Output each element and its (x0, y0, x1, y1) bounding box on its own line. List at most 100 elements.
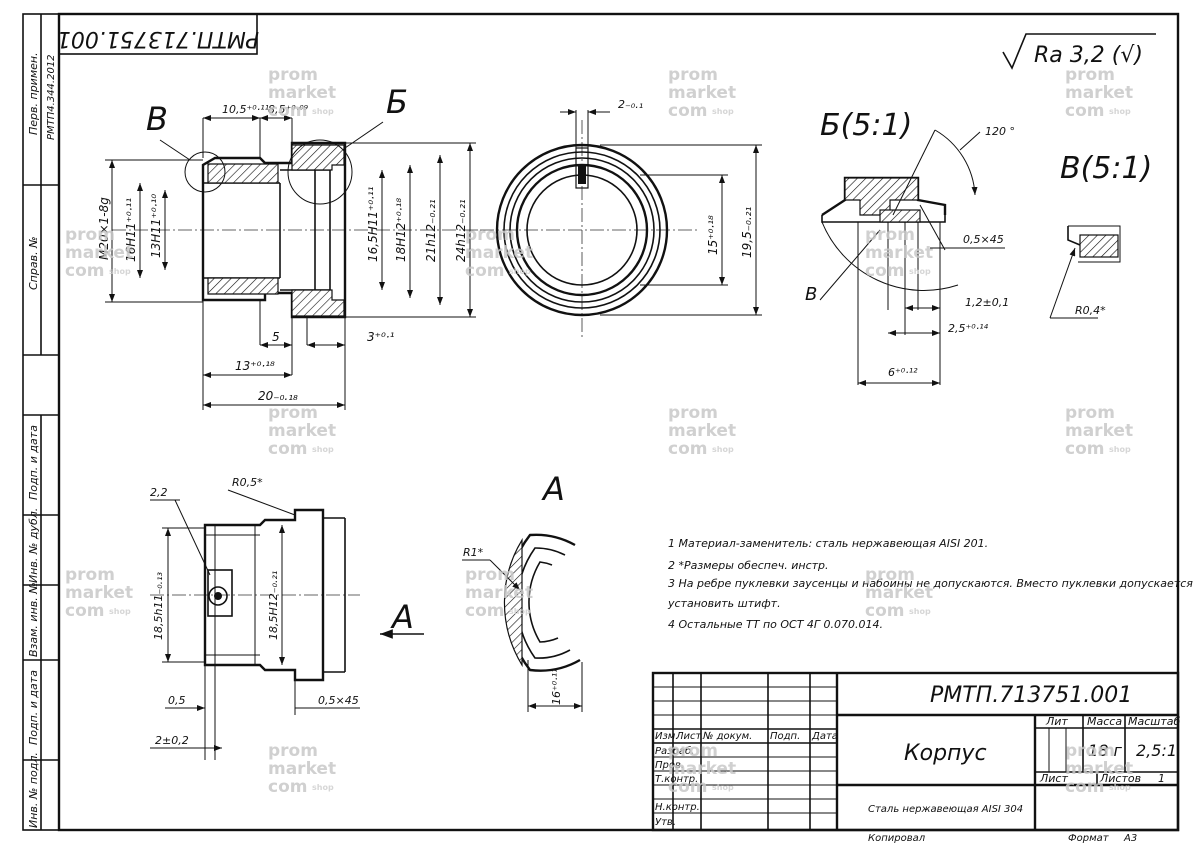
svg-text:shop: shop (509, 607, 531, 616)
label-b: Б (386, 83, 408, 121)
svg-text:com: com (268, 101, 307, 121)
format-value: А3 (1123, 833, 1137, 844)
note-2: 2 *Размеры обеспеч. инстр. (668, 559, 829, 572)
title-name: Корпус (904, 741, 987, 766)
dim-d4: 16Н11⁺⁰·¹¹ (124, 198, 138, 262)
dim-d13: 20₋₀.₁₈ (258, 389, 298, 403)
side-label-perv-primen: Перв. примен. (27, 52, 40, 135)
note-3: 3 На ребре пуклевки заусенцы и набоины н… (668, 577, 1193, 590)
end-view: 2₋₀.₁ 15⁺⁰·¹⁸ 19,5₋₀.₂₁ (480, 98, 762, 340)
note-3-cont: установить штифт. (667, 597, 781, 610)
roughness-symbol: Ra 3,2 (√) (1002, 33, 1156, 70)
detail-b: Б(5:1) 120 ° 0,5×45 1,2±0,1 2,5⁺⁰·¹⁴ 6⁺⁰… (805, 108, 1015, 386)
top-stamp: РМТП.713751.001 (57, 13, 259, 55)
svg-text:market: market (668, 421, 736, 441)
dim-a-w: 16⁺⁰·¹¹ (550, 668, 563, 705)
svg-text:com: com (668, 101, 707, 121)
col-data: Дата (811, 731, 838, 742)
svg-text:prom: prom (65, 225, 115, 245)
dim-b3: 18,5h11₋₀.₁₃ (152, 571, 165, 640)
svg-text:prom: prom (865, 565, 915, 585)
svg-text:com: com (865, 601, 904, 621)
detail-v: В(5:1) R0,4* (1049, 151, 1152, 319)
title-masshtab: Масштаб (1128, 715, 1180, 728)
dim-d3: М20×1-8g (97, 197, 111, 260)
dim-d7: 18Н12⁺⁰·¹⁸ (394, 198, 408, 262)
note-4: 4 Остальные ТТ по ОСТ 4Г 0.070.014. (668, 618, 883, 631)
svg-text:com: com (668, 439, 707, 459)
svg-text:market: market (65, 243, 133, 263)
dim-b-chamfer: 0,5×45 (963, 233, 1004, 246)
row-prov: Пров. (655, 760, 684, 771)
kopiroval: Копировал (868, 833, 926, 844)
side-label-perv-code: РМТП4.344.2012 (46, 54, 57, 140)
dim-b-c1: 1,2±0,1 (965, 296, 1009, 309)
svg-text:shop: shop (712, 783, 734, 792)
title-material: Сталь нержавеющая AISI 304 (868, 804, 1023, 815)
svg-text:prom: prom (268, 741, 318, 761)
title-designation: РМТП.713751.001 (930, 683, 1132, 708)
col-list: Лист (675, 731, 703, 742)
label-v-leader: В (805, 284, 817, 305)
svg-text:prom: prom (1065, 65, 1115, 85)
dim-b5: 0,5 (168, 694, 186, 707)
label-v-detail: В(5:1) (1060, 151, 1152, 186)
dim-s3: 19,5₋₀.₂₁ (740, 207, 754, 258)
dim-d2: 8,5⁺⁰·⁰⁹ (268, 103, 309, 116)
svg-text:prom: prom (65, 565, 115, 585)
svg-text:market: market (865, 583, 933, 603)
dim-d6: 16,5Н11⁺⁰·¹¹ (366, 186, 380, 262)
col-n-dokum: № докум. (702, 731, 752, 742)
svg-text:com: com (465, 261, 504, 281)
dim-b1: 2,2 (150, 486, 168, 499)
side-label-inv-podl: Инв. № подл. (27, 752, 40, 828)
svg-text:com: com (268, 777, 307, 797)
dim-d1: 10,5⁺⁰·¹¹ (222, 103, 269, 116)
svg-text:market: market (268, 83, 336, 103)
svg-text:shop: shop (909, 267, 931, 276)
label-b-detail: Б(5:1) (820, 108, 912, 143)
svg-text:com: com (1065, 439, 1104, 459)
dim-b-angle: 120 ° (985, 125, 1015, 138)
svg-text:shop: shop (509, 267, 531, 276)
svg-text:com: com (65, 261, 104, 281)
title-listov: Листов (1099, 772, 1141, 785)
svg-text:com: com (865, 261, 904, 281)
dim-a-r: R1* (463, 546, 484, 559)
inner-frame (57, 12, 1180, 832)
dim-s2: 15⁺⁰·¹⁸ (706, 215, 720, 255)
technical-notes: 1 Материал-заменитель: сталь нержавеющая… (667, 537, 1193, 631)
svg-text:prom: prom (268, 65, 318, 85)
title-block: РМТП.713751.001 Корпус Сталь нержавеющая… (651, 671, 1180, 844)
view-a-arrow: А (380, 598, 424, 639)
svg-text:com: com (1065, 777, 1104, 797)
left-side-table: Перв. примен. РМТП4.344.2012 Справ. № По… (23, 14, 59, 830)
top-stamp-text: РМТП.713751.001 (57, 26, 259, 51)
svg-text:prom: prom (268, 403, 318, 423)
label-a-arrow: А (390, 598, 414, 636)
svg-text:market: market (865, 243, 933, 263)
svg-text:market: market (668, 83, 736, 103)
side-label-podp-data-1: Подп. и дата (27, 425, 40, 500)
svg-text:market: market (268, 759, 336, 779)
main-section-view: В Б 10,5⁺⁰·¹¹ 8,5⁺⁰·⁰⁹ М20×1-8g 16Н11⁺⁰·… (97, 83, 480, 410)
svg-text:prom: prom (1065, 741, 1115, 761)
svg-text:market: market (668, 759, 736, 779)
dim-b6: 0,5×45 (318, 694, 359, 707)
side-label-vzam-inv: Взам. инв. № (27, 582, 40, 657)
col-podp: Подп. (770, 731, 800, 742)
svg-text:com: com (465, 601, 504, 621)
bottom-left-view: 2,2 R0,5* 18,5h11₋₀.₁₃ 18,5Н12₋₀.₂₁ 0,5 … (150, 476, 360, 760)
